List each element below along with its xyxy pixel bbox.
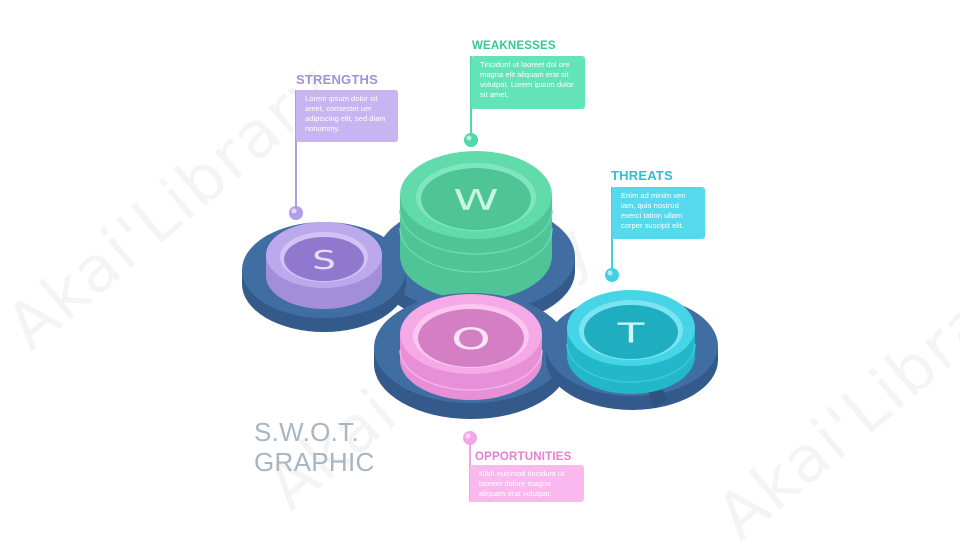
callout-text-opportunities: Nibh euismod tincidunt ut laoreet dolore… [470, 465, 584, 502]
cylinder-weaknesses [399, 151, 553, 300]
letter-opportunities: O [451, 322, 491, 356]
swot-cylinders: S W O T [242, 133, 718, 445]
cylinder-opportunities [399, 294, 543, 400]
callout-text-threats: Enim ad minim ven iam, quis nostrud exer… [612, 187, 705, 239]
swot-diagram: Akai'Library Akai'Library Akai'Library [0, 40, 960, 555]
callout-stem-strengths [295, 90, 297, 208]
cylinder-threats [566, 290, 696, 394]
callout-heading-opportunities: OPPORTUNITIES [475, 451, 572, 463]
pin-highlight [465, 433, 471, 439]
cylinder-strengths [266, 222, 382, 309]
pin-highlight [607, 270, 613, 276]
callout-text-weaknesses: Tincidunt ut laoreet dol ore magna elit … [471, 56, 585, 109]
letter-threats: T [616, 317, 645, 349]
pin-highlight [466, 135, 472, 141]
callout-heading-strengths: STRENGTHS [296, 72, 378, 87]
pin-dot-strengths [289, 206, 303, 220]
title-line-2: GRAPHIC [254, 447, 375, 477]
callout-text-strengths: Lorem ipsum dolor sit amet, consectet ue… [296, 90, 398, 142]
callout-heading-weaknesses: WEAKNESSES [472, 40, 556, 52]
title-line-1: S.W.O.T. [254, 417, 359, 447]
letter-strengths: S [312, 245, 336, 275]
page-title: S.W.O.T. GRAPHIC [254, 417, 375, 477]
callout-heading-threats: THREATS [611, 168, 673, 183]
letter-weaknesses: W [453, 184, 498, 218]
pin-highlight [291, 208, 297, 214]
